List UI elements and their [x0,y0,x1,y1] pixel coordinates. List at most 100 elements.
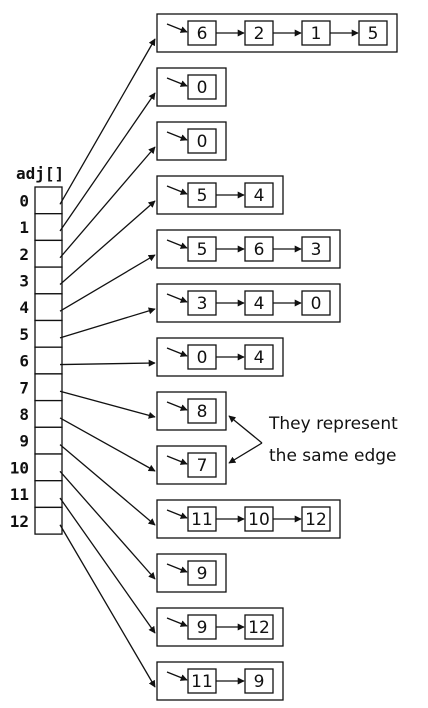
adjacency-list-2: 0 [156,121,227,161]
head-arrow [166,401,188,411]
array-cell-3 [34,266,63,295]
array-index-7: 7 [19,378,29,397]
array-cell-9 [34,426,63,455]
list-node [301,236,331,262]
array-index-2: 2 [19,245,29,264]
adjacency-list-1: 0 [156,67,227,107]
head-arrow [166,671,188,681]
list-node [187,128,217,154]
head-arrow [166,239,188,249]
array-cell-11 [34,480,63,509]
list-node-value: 2 [254,24,265,44]
adjacency-list-12: 11 9 [156,661,284,701]
list-node-value: 9 [197,618,208,638]
array-cell-2 [34,239,63,268]
list-node-value: 3 [197,294,208,314]
array-index-9: 9 [19,432,29,451]
list-node [301,20,331,46]
head-arrow [166,185,188,195]
array-cell-5 [34,319,63,348]
annotation-line-1: They represent [268,414,398,434]
list-node-value: 4 [254,348,265,368]
list-node [358,20,388,46]
list-node [187,20,217,46]
list-node [244,182,274,208]
list-node-value: 3 [311,240,322,260]
list-node-value: 9 [197,564,208,584]
list-node [187,182,217,208]
array-index-12: 12 [10,512,29,531]
array-cell-10 [34,453,63,482]
pointer-arrow-11 [59,497,156,634]
array-cell-4 [34,293,63,322]
pointer-arrow-3 [59,200,156,285]
pointer-arrow-8 [59,417,156,472]
pointer-arrow-0 [59,38,156,205]
list-node-value: 5 [368,24,379,44]
head-arrow [166,617,188,627]
annotation-arrow-down [228,442,263,464]
list-node-value: 4 [254,186,265,206]
annotation: They represent the same edge [228,414,398,466]
list-node [244,20,274,46]
list-node [244,668,274,694]
array-index-11: 11 [10,485,29,504]
annotation-line-2: the same edge [269,446,397,466]
list-node-value: 0 [197,132,208,152]
list-node [244,506,274,532]
pointer-arrow-4 [59,254,156,312]
list-node-value: 10 [248,510,270,530]
list-node [187,74,217,100]
array-cell-1 [34,213,63,242]
pointer-arrow-6 [59,359,156,367]
adjacency-list-7: 8 [156,391,227,431]
list-node-value: 0 [197,348,208,368]
adjacency-list-11: 9 12 [156,607,284,647]
pointer-arrow-1 [59,92,156,232]
array-index-5: 5 [19,325,29,344]
list-node [187,452,217,478]
head-arrow [166,455,188,465]
array-index-0: 0 [19,191,29,210]
list-node-value: 6 [254,240,265,260]
list-node [187,668,217,694]
head-arrow [166,23,188,33]
list-node-value: 6 [197,24,208,44]
array-index-4: 4 [19,298,29,317]
array-index-1: 1 [19,218,29,237]
adjacency-array [34,186,63,535]
list-node-value: 12 [248,618,270,638]
list-node [187,290,217,316]
array-cell-7 [34,373,63,402]
list-node-value: 11 [191,510,213,530]
list-node-value: 5 [197,186,208,206]
pointer-arrow-5 [59,307,156,339]
list-node [187,560,217,586]
head-arrow [166,563,188,573]
adjacency-list-8: 7 [156,445,227,485]
list-node-value: 4 [254,294,265,314]
list-node-value: 12 [305,510,327,530]
array-index-8: 8 [19,405,29,424]
head-arrow [166,131,188,141]
list-node [244,236,274,262]
head-arrow [166,347,188,357]
list-node-value: 9 [254,672,265,692]
array-cell-6 [34,346,63,375]
pointer-arrow-2 [59,146,156,259]
adjacency-list-10: 9 [156,553,227,593]
array-index-6: 6 [19,352,29,371]
list-node [244,344,274,370]
list-node [244,614,274,640]
list-node-value: 11 [191,672,213,692]
array-index-10: 10 [10,458,29,477]
pointer-arrow-9 [59,444,156,526]
list-node [301,506,331,532]
